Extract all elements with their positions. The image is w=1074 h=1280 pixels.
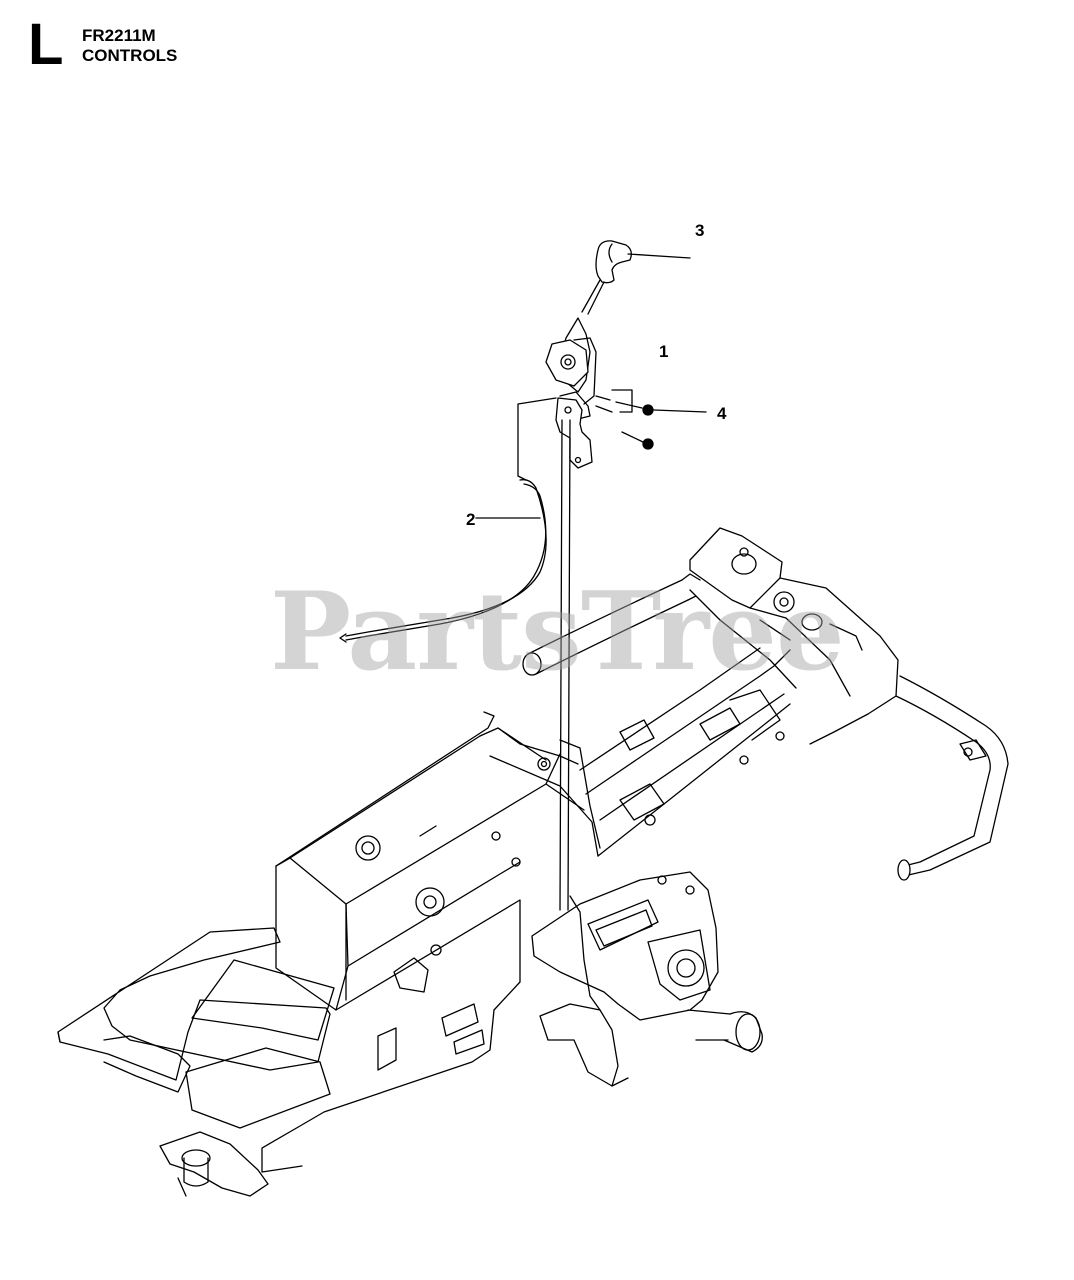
mounting-bracket: [555, 389, 633, 469]
model-number: FR2211M: [82, 26, 156, 45]
cable-assembly: [339, 397, 557, 643]
callout-2[interactable]: 2: [466, 510, 476, 529]
throttle-lever-bracket: [545, 317, 597, 421]
callout-3[interactable]: 3: [695, 221, 705, 240]
watermark: PartsTree: [270, 569, 845, 695]
callout-1[interactable]: 1: [659, 342, 669, 361]
callout-4[interactable]: 4: [717, 404, 727, 423]
chassis-frame: [57, 527, 1009, 1197]
control-rod: [559, 419, 571, 911]
throttle-knob: [581, 240, 632, 315]
section-letter: L: [28, 12, 64, 77]
section-title: CONTROLS: [82, 46, 178, 65]
leader-lines: [475, 253, 707, 519]
screw-icon: [615, 401, 654, 450]
